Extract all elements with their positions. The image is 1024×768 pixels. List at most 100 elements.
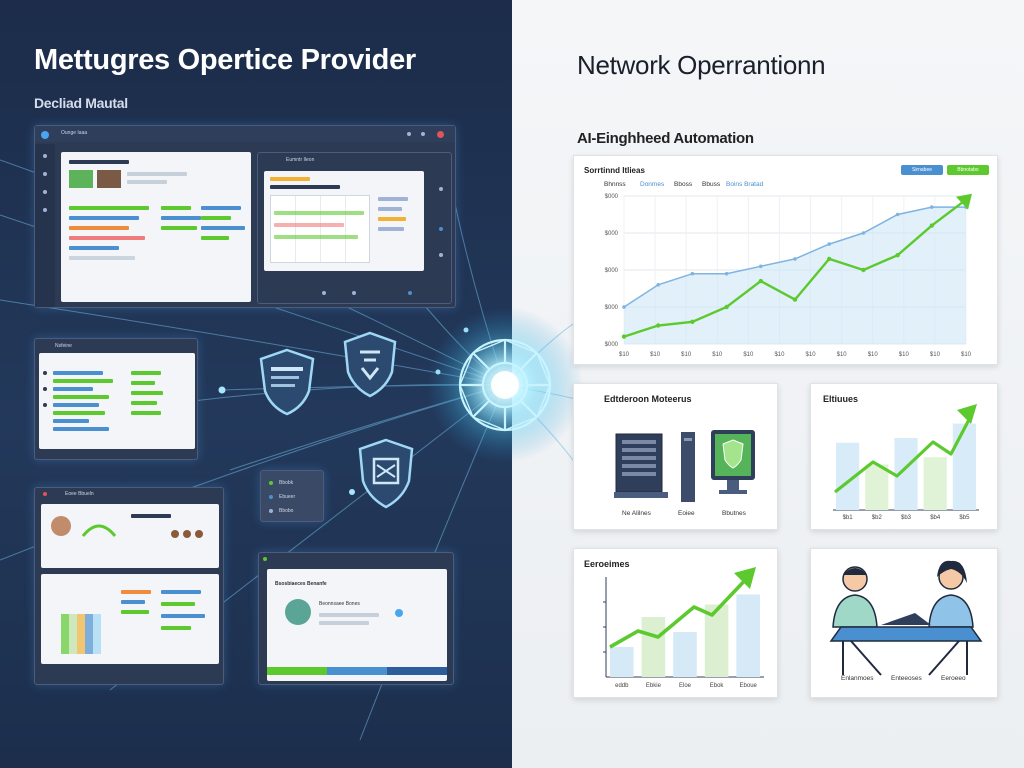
chart-tab-4[interactable]: Bbuss: [702, 181, 721, 188]
growth-card: Eltiuues $b1$b2$b3$b4$b5: [810, 383, 998, 530]
equipment-label-3: Bbutnes: [722, 510, 746, 517]
app-logo-icon: [41, 131, 49, 139]
main-chart-card: Sorrtinnd Itlieas Bhnnss Donmes Bboss Bb…: [573, 155, 998, 365]
y-tick-label: $000: [605, 305, 619, 311]
bar: [923, 457, 947, 510]
people-card: Enlanmoes Enteeoses Eeroeeo: [810, 548, 998, 698]
photo-thumbnail: [69, 170, 93, 188]
x-tick-label: $10: [868, 352, 879, 358]
series-point-1: [759, 264, 763, 269]
bar: [736, 594, 760, 677]
green-action-button[interactable]: Bbnotabo: [947, 165, 989, 175]
bar: [865, 464, 889, 510]
profile-name: Beonnsaee Bones: [319, 601, 360, 607]
dashboard-window-4: Bsosbiaeces Benanfe Beonnsaee Bones: [258, 552, 454, 685]
lock-shield-icon: [343, 331, 397, 398]
equipment-label-1: Ne Alilnes: [622, 510, 651, 517]
window-titlebar: [35, 126, 455, 142]
area-series-fill: [624, 207, 966, 344]
equipment-label-2: Eoiee: [678, 510, 695, 517]
series-point-2: [621, 334, 627, 339]
series-point-2: [827, 256, 832, 262]
x-tick-label: $10: [806, 352, 817, 358]
x-tick-label: Eboue: [740, 683, 758, 689]
nested-window: Eumntr Ileon: [257, 152, 452, 304]
x-tick-label: $10: [743, 352, 754, 358]
monitor-shield-icon: [711, 430, 755, 494]
window-title-3: Eoee Bbueln: [65, 491, 94, 497]
bars-card-title: Eeroeimes: [584, 559, 630, 569]
series-point-2: [758, 278, 763, 284]
dashboard-window-3: Eoee Bbueln: [34, 487, 224, 685]
settings-icon[interactable]: [407, 132, 411, 136]
y-tick-label: $000: [605, 342, 619, 348]
user-icon[interactable]: [43, 172, 47, 176]
minimize-icon[interactable]: [421, 132, 425, 136]
trend-arrow-head: [734, 567, 756, 589]
y-tick-label: $000: [605, 268, 619, 274]
menu-item-3[interactable]: Bbobo: [279, 508, 294, 514]
pen-icon[interactable]: [439, 227, 443, 231]
menu-item-1[interactable]: Bbobk: [279, 480, 294, 486]
bar: [641, 617, 666, 677]
nested-window-title: Eumntr Ileon: [286, 157, 315, 163]
series-point-1: [622, 305, 626, 309]
home-icon[interactable]: [43, 154, 47, 158]
central-hub-icon: [458, 338, 552, 432]
gear-icon[interactable]: [43, 190, 47, 194]
chart-tab-5[interactable]: Boins Bratad: [726, 181, 764, 188]
bar: [952, 423, 976, 510]
series-point-2: [656, 323, 661, 328]
chart-tab-1[interactable]: Bhnnss: [604, 181, 626, 188]
inner-sheet: [61, 152, 251, 302]
bar: [836, 442, 860, 510]
x-tick-label: $b2: [872, 515, 883, 521]
x-tick-label: $10: [837, 352, 848, 358]
x-tick-label: $b3: [901, 515, 912, 521]
refresh-icon[interactable]: [439, 253, 443, 257]
cloud-icon[interactable]: [408, 291, 412, 295]
growth-card-title: Eltiuues: [823, 394, 859, 404]
dashboard-window-1: Ounge Iaaa: [34, 125, 456, 308]
lock-icon[interactable]: [322, 291, 326, 295]
x-tick-label: $10: [774, 352, 785, 358]
popup-menu: Bbobk Ebueer Bbobo: [260, 470, 324, 522]
main-chart-title: Sorrtinnd Itlieas: [584, 166, 645, 175]
shield-icon: [259, 348, 315, 416]
blue-action-button[interactable]: Sirnabee: [901, 165, 943, 175]
equipment-card: Edtderoon Moteerus Ne Alilnes Eoiee Bbut…: [573, 383, 778, 530]
x-tick-label: $10: [619, 352, 630, 358]
menu-item-2[interactable]: Ebueer: [279, 494, 296, 500]
series-point-1: [656, 283, 660, 287]
profile-avatar: [285, 599, 311, 625]
y-tick-label: $000: [605, 231, 619, 237]
chart-tab-3[interactable]: Bboss: [674, 181, 693, 188]
series-point-2: [861, 267, 866, 273]
series-point-2: [929, 223, 934, 228]
trend-line: [834, 411, 975, 494]
series-point-2: [724, 304, 729, 310]
x-tick-label: $b1: [843, 515, 854, 521]
sidebar: [35, 144, 55, 307]
series-point-1: [724, 271, 729, 276]
series-point-2: [792, 297, 798, 302]
chart-tab-2[interactable]: Donmes: [640, 181, 665, 188]
team-collaboration-illustration: [829, 560, 983, 676]
close-icon[interactable]: [437, 131, 444, 138]
x-tick-label: $10: [961, 352, 972, 358]
camera-icon[interactable]: [352, 291, 356, 295]
chart-icon[interactable]: [43, 208, 47, 212]
trend-line: [609, 573, 752, 649]
equipment-card-title: Edtderoon Moteerus: [604, 394, 692, 404]
right-title: Network Operrantionn: [577, 50, 826, 80]
x-tick-label: $10: [930, 352, 941, 358]
bar: [894, 438, 918, 510]
security-shield-icon: [358, 438, 414, 509]
window-settings-icon[interactable]: [439, 187, 443, 191]
window-title-2: Nsfeine: [55, 343, 72, 349]
growth-bar-chart: $b1$b2$b3$b4$b5: [833, 404, 979, 521]
bar: [704, 604, 729, 677]
x-tick-label: $10: [712, 352, 723, 358]
